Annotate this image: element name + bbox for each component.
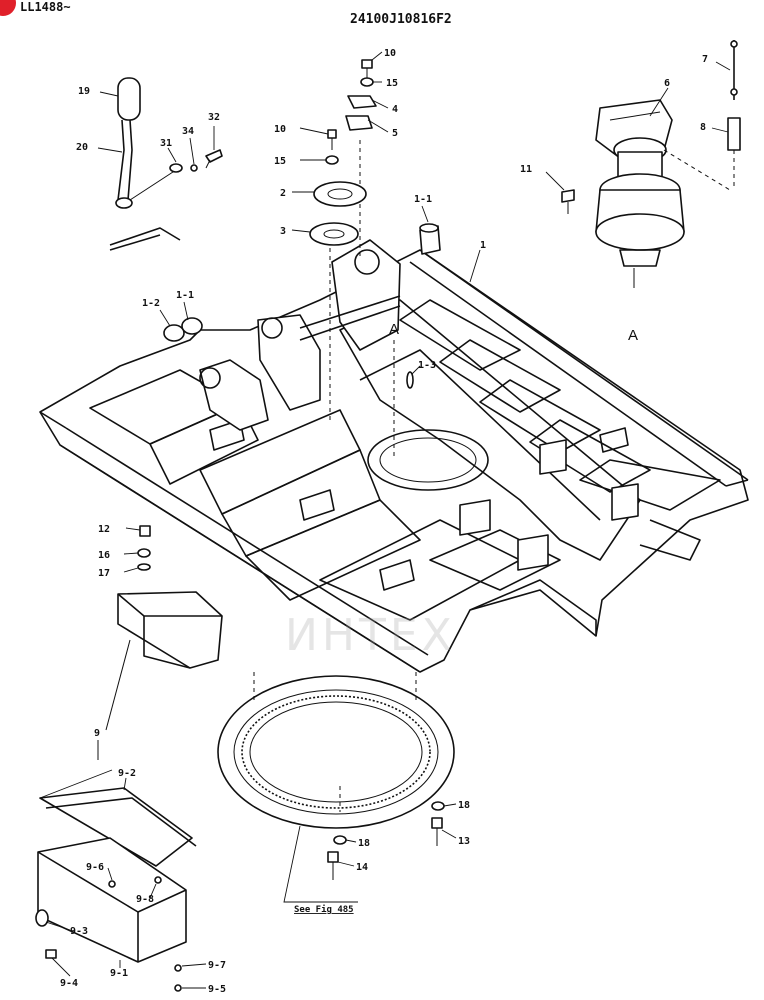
- callout: 1-3: [418, 360, 436, 371]
- view-marker-a-detail: A: [628, 327, 638, 344]
- callout: 10: [274, 124, 286, 135]
- callout: 17: [98, 568, 110, 579]
- top-center-parts: [163, 59, 441, 389]
- callout: 31: [160, 138, 172, 149]
- view-marker-a-main: A: [389, 321, 399, 338]
- callout: 1-2: [142, 298, 160, 309]
- callout: 1-1: [176, 290, 194, 301]
- callout: 11: [520, 164, 532, 175]
- callout: 34: [182, 126, 194, 137]
- callout: 20: [76, 142, 88, 153]
- header-badge: [0, 0, 16, 16]
- toolbox-assembly: [35, 525, 223, 992]
- lever-assembly: [109, 77, 223, 251]
- figure-reference: See Fig 485: [294, 904, 354, 915]
- callout: 14: [356, 862, 368, 873]
- callout: 6: [664, 78, 670, 89]
- callout: 16: [98, 550, 110, 561]
- watermark-text: ИНТЕХ: [285, 610, 456, 661]
- callout: 9-2: [118, 768, 136, 779]
- swing-motor: [561, 40, 741, 288]
- callout: 9-5: [208, 984, 226, 995]
- callout: 19: [78, 86, 90, 97]
- callout: 9-4: [60, 978, 78, 989]
- callout: 13: [458, 836, 470, 847]
- callout-labels: 10 15 4 5 10 15 2 3 1-1 1 1-1 1-2 1-3 19…: [60, 48, 708, 995]
- callout: 9-8: [136, 894, 154, 905]
- leader-lines: [39, 51, 731, 989]
- serial-range-label: LL1488~: [20, 0, 71, 14]
- callout: 9-7: [208, 960, 226, 971]
- callout: 9-6: [86, 862, 104, 873]
- callout: 15: [386, 78, 398, 89]
- callout: 18: [458, 800, 470, 811]
- callout: 32: [208, 112, 220, 123]
- callout: 2: [280, 188, 286, 199]
- callout: 7: [702, 54, 708, 65]
- upper-frame: [39, 140, 749, 673]
- callout: 10: [384, 48, 396, 59]
- callout: 12: [98, 524, 110, 535]
- swing-bearing: [217, 672, 455, 903]
- callout: 5: [392, 128, 398, 139]
- drawing-number: 24100J10816F2: [350, 12, 452, 27]
- callout: 1-1: [414, 194, 432, 205]
- callout: 3: [280, 226, 286, 237]
- callout: 8: [700, 122, 706, 133]
- callout: 15: [274, 156, 286, 167]
- callout: 18: [358, 838, 370, 849]
- callout: 9-3: [70, 926, 88, 937]
- callout: 1: [480, 240, 486, 251]
- callout: 9: [94, 728, 100, 739]
- callout: 4: [392, 104, 398, 115]
- callout: 9-1: [110, 968, 128, 979]
